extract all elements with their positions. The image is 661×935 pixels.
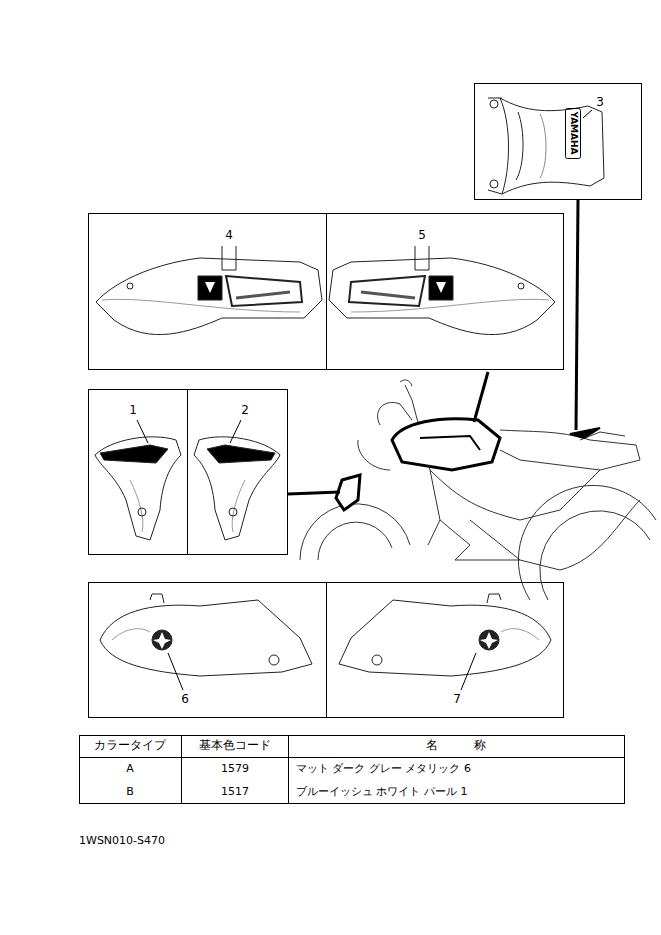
color-table [80,736,625,804]
callout-number: 5 [418,229,426,242]
side-cover [339,594,551,690]
panel-frame [475,84,642,200]
table-cell: 1579 [221,763,249,775]
table-cell: A [126,763,134,775]
panel-frame [89,214,564,370]
fuel-tank-outline [392,419,500,470]
table-cell: B [126,786,134,798]
panel-frame [89,390,288,555]
table-header: 名 称 [426,739,486,752]
radiator-shroud [95,420,181,540]
panel-frame [89,583,564,718]
callout-number: 1 [129,404,137,417]
side-cover [100,594,312,690]
callout-number: 2 [241,404,249,417]
callout-number: 3 [596,96,604,109]
callout-number: 6 [181,693,189,706]
tank-shroud [329,246,555,335]
table-cell: マット ダーク グレー メタリック 6 [296,763,471,775]
table-cell: ブルーイッシュ ホワイト パール 1 [296,786,468,798]
callout-number: 7 [453,693,461,706]
tank-shroud [96,246,322,335]
table-header: 基本色コード [199,739,271,752]
tail-outline [570,428,600,438]
tail-cover [488,98,604,194]
radiator-shroud [194,420,280,540]
table-header: カラータイプ [94,739,166,752]
callout-number: 4 [225,229,233,242]
table-cell: 1517 [221,786,249,798]
decal-text: YAMAHA [568,111,578,154]
figure-code: 1WSN010-S470 [79,835,165,847]
leader-line [288,200,578,494]
